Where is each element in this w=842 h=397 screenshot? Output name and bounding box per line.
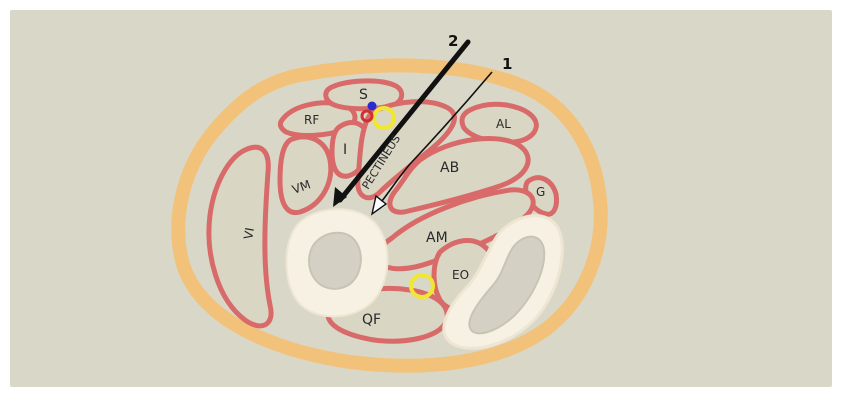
label-ab: AB: [440, 160, 459, 176]
muscle-vi: [209, 147, 271, 326]
arrow-1-label: 1: [502, 55, 512, 73]
label-al: AL: [496, 117, 511, 131]
label-g: G: [536, 185, 545, 199]
femoral-vein-dot: [368, 102, 377, 111]
label-i: I: [343, 142, 347, 158]
muscle-vm: [280, 137, 331, 213]
femur-marrow: [309, 233, 361, 289]
label-am: AM: [426, 230, 448, 246]
label-vi: VI: [241, 227, 257, 241]
label-s: S: [359, 87, 368, 103]
label-qf: QF: [362, 312, 381, 328]
label-eo: EO: [452, 268, 469, 282]
femur-bone: [287, 209, 388, 316]
label-rf: RF: [304, 113, 319, 127]
arrow-2-label: 2: [448, 32, 458, 50]
